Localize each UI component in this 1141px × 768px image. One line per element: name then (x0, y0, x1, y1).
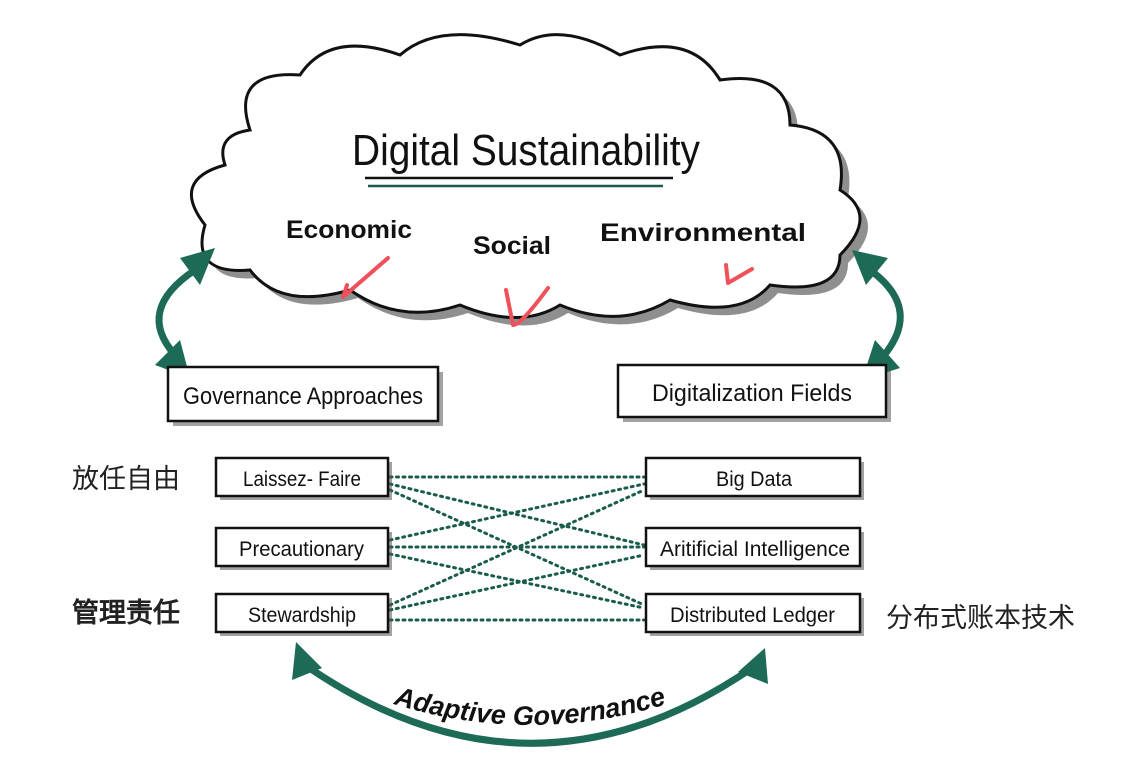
laissez-faire-box (214, 456, 390, 498)
governance-items: Laissez- Faire Precautionary Stewardship (214, 456, 392, 636)
right-double-arrow (852, 250, 904, 380)
diagram-title: Digital Sustainability (352, 126, 700, 175)
distributed-ledger-label: Distributed Ledger (670, 604, 835, 627)
pillar-economic: Economic (286, 216, 412, 244)
adaptive-governance-arrow (292, 642, 768, 747)
checkmark-icon (724, 263, 754, 285)
digitalization-fields-box (616, 363, 888, 419)
cloud (189, 33, 868, 326)
annotation-ledger-cn: 分布式账本技术 (886, 603, 1075, 634)
checkmark-icon (504, 286, 550, 327)
governance-approaches-box (166, 365, 440, 423)
big-data-label: Big Data (716, 468, 792, 491)
annotation-stewardship-cn: 管理责任 (72, 598, 180, 629)
pillar-environmental: Environmental (600, 219, 806, 247)
adaptive-governance-label: Adaptive Governance (391, 681, 669, 731)
connections (388, 475, 646, 622)
stewardship-label: Stewardship (248, 604, 356, 627)
big-data-box (644, 456, 862, 498)
checkmark-icon (341, 256, 390, 299)
field-items: Big Data Aritificial Intelligence Distri… (644, 456, 864, 636)
governance-heading: Governance Approaches (183, 383, 423, 410)
fields-heading: Digitalization Fields (652, 380, 852, 407)
ai-box (644, 526, 862, 568)
laissez-faire-label: Laissez- Faire (243, 468, 361, 491)
precautionary-label: Precautionary (239, 538, 364, 561)
precautionary-box (214, 526, 390, 568)
annotation-laissez-faire-cn: 放任自由 (72, 464, 180, 495)
left-double-arrow (155, 248, 215, 378)
stewardship-box (214, 592, 390, 634)
ai-label: Aritificial Intelligence (660, 538, 850, 561)
pillar-social: Social (473, 232, 551, 260)
distributed-ledger-box (644, 592, 862, 634)
